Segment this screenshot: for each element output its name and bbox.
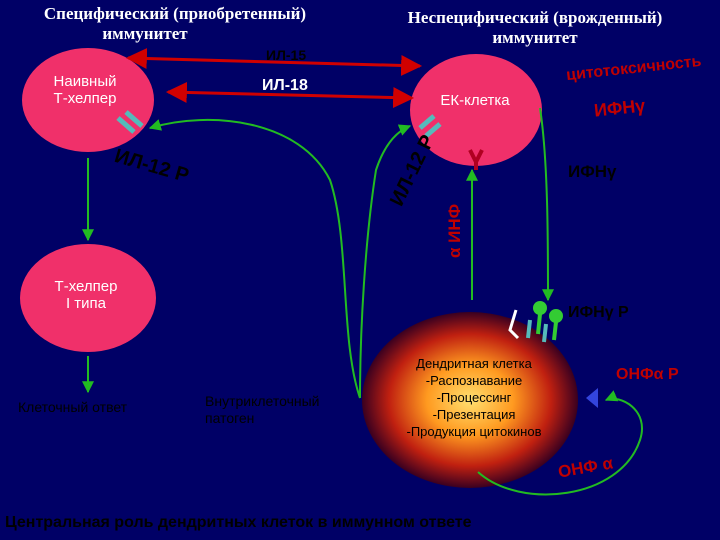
ifng-receptor-label: ИФНγ Р <box>568 304 629 321</box>
heading-nonspecific: Неспецифический (врожденный) иммунитет <box>407 8 663 47</box>
tnf-receptor-icon <box>586 388 598 408</box>
nk-cell-label: ЕК-клетка <box>440 92 510 109</box>
il12-receptor-nk <box>418 114 442 138</box>
il12-receptor-naive <box>116 110 144 134</box>
dc-to-naive-il12-arrow <box>148 118 361 399</box>
th1-cell <box>20 244 156 352</box>
ifng-receptor-icon <box>508 301 563 343</box>
nk-receptor-icon <box>468 149 484 170</box>
dendritic-cell-label: Дендритная клетка -Распознавание -Процес… <box>406 356 542 439</box>
il18-arrow <box>165 81 415 109</box>
dendritic-cell <box>362 312 578 488</box>
footer-caption: Центральная роль дендритных клеток в имм… <box>5 514 472 531</box>
naive-t-helper-label: Наивный Т-хелпер <box>53 73 117 107</box>
il15-label: ИЛ-15 <box>266 47 307 63</box>
tnf-receptor-label: ОНФα Р <box>616 366 679 383</box>
cell-response-label: Клеточный ответ <box>18 399 128 415</box>
nk-to-dc-ifng-arrow <box>539 107 554 302</box>
il15-arrow <box>125 48 423 76</box>
th1-label: Т-хелпер I типа <box>54 278 118 312</box>
heading-specific: Специфический (приобретенный) иммунитет <box>43 4 307 43</box>
nk-cell <box>410 54 542 166</box>
ifna-label: α ИНФ <box>445 203 464 258</box>
ifng-mid-label: ИФНγ <box>568 162 617 181</box>
naive-t-helper-cell <box>22 48 154 152</box>
pathogen-label: Внутриклеточный патоген <box>205 393 320 426</box>
dc-to-nk-il12-arrow <box>359 124 412 399</box>
il18-label: ИЛ-18 <box>262 77 308 94</box>
tnfa-loop-arrow <box>477 390 643 496</box>
